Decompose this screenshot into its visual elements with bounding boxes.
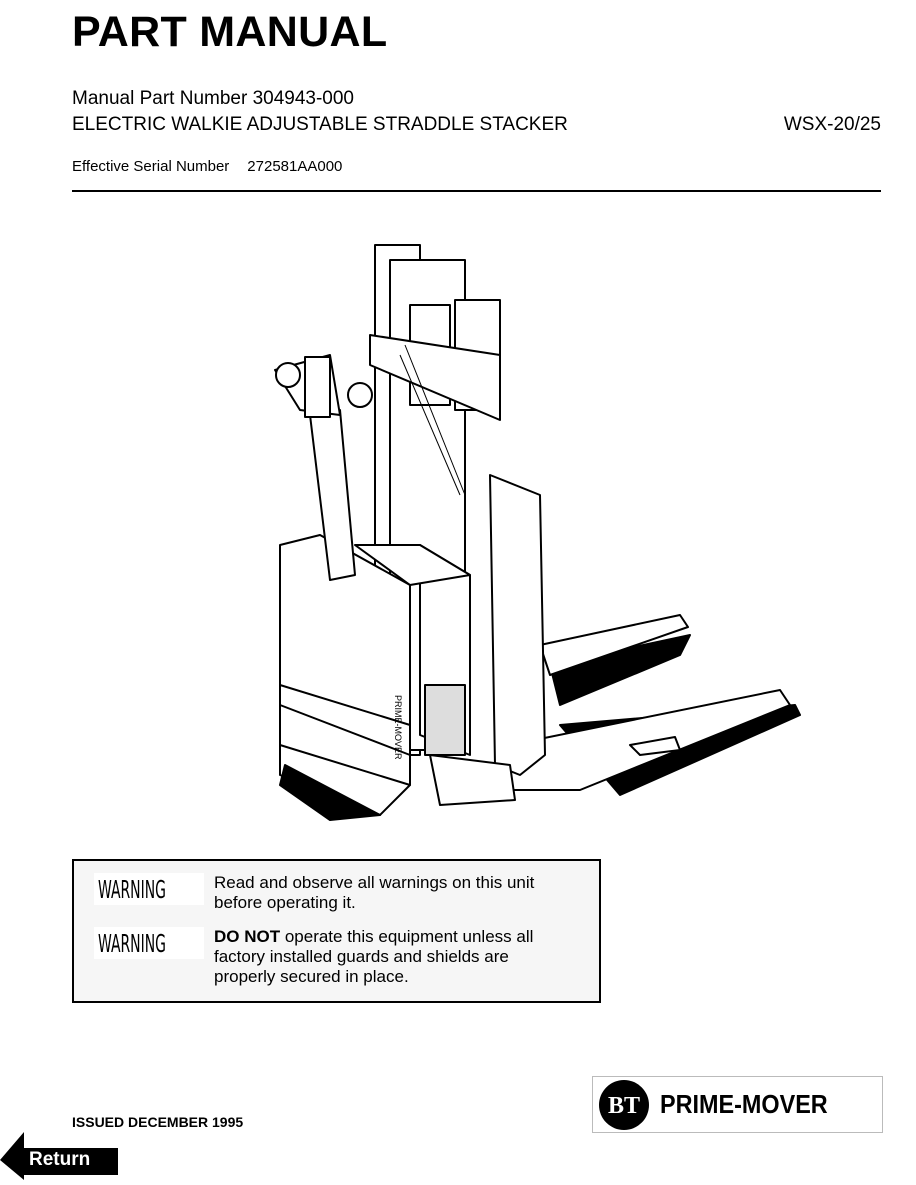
warning-label: WARNING <box>94 927 204 959</box>
serial-number: Effective Serial Number 272581AA000 <box>72 158 360 175</box>
warning-item: WARNING DO NOT operate this equipment un… <box>94 927 574 987</box>
serial-value: 272581AA000 <box>247 158 343 175</box>
issue-date: ISSUED DECEMBER 1995 <box>72 1114 244 1130</box>
stacker-illustration: PRIME-MOVER <box>274 244 801 821</box>
warning-text: DO NOT operate this equipment unless all… <box>214 927 534 986</box>
model-number: WSX-20/25 <box>783 114 881 135</box>
return-label: Return <box>29 1149 91 1170</box>
logo-text: PRIME-MOVER <box>660 1089 828 1119</box>
warning-box: WARNING Read and observe all warnings on… <box>72 859 601 1003</box>
product-description: ELECTRIC WALKIE ADJUSTABLE STRADDLE STAC… <box>72 114 568 135</box>
divider <box>72 190 881 192</box>
warning-label: WARNING <box>94 873 204 905</box>
manual-part-number: Manual Part Number 304943-000 <box>72 88 355 109</box>
unit-brand-text: PRIME-MOVER <box>393 695 403 760</box>
warning-item: WARNING Read and observe all warnings on… <box>94 873 574 913</box>
serial-label: Effective Serial Number <box>72 158 230 175</box>
bt-prime-mover-logo: BT PRIME-MOVER <box>592 1076 883 1133</box>
back-arrow-icon <box>0 1132 118 1180</box>
warning-text: Read and observe all warnings on this un… <box>214 873 535 912</box>
return-button[interactable]: Return <box>0 1130 118 1180</box>
page-title: PART MANUAL <box>72 8 388 56</box>
bt-logo-icon: BT <box>599 1079 649 1130</box>
svg-text:BT: BT <box>608 1093 640 1119</box>
